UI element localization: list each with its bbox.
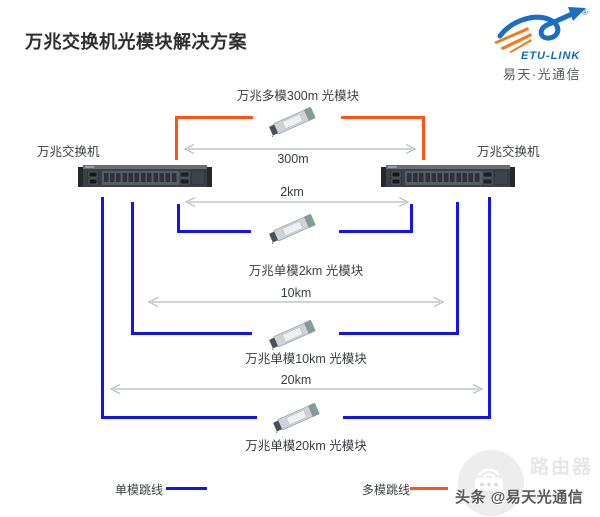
multimode-line-top-left [175, 116, 253, 119]
legend-singlemode-line [166, 487, 207, 490]
registered-mark: ® [582, 8, 588, 17]
legend-multimode-label: 多模跳线 [362, 483, 411, 497]
module-label-20km: 万兆单模20km 光模块 [245, 439, 367, 453]
sfp-module-icon-10km [269, 320, 316, 350]
logo-ray [509, 39, 532, 53]
right-switch-label: 万兆交换机 [477, 145, 540, 159]
distance-arrow-300m [183, 143, 417, 155]
legend-singlemode-label: 单模跳线 [115, 483, 164, 497]
right-switch-image [381, 165, 515, 187]
sfp-module-icon-2km [269, 214, 316, 244]
logo-ray [500, 33, 532, 50]
module-label-10km: 万兆单模10km 光模块 [245, 352, 367, 366]
singlemode-10km-right-vertical [456, 202, 459, 335]
singlemode-10km-bottom-right [339, 332, 459, 335]
multimode-line-left-vertical [175, 116, 178, 160]
logo-ray [494, 27, 529, 44]
etu-link-logo-icon: ETU-LINK ® [494, 7, 588, 62]
singlemode-20km-bottom-right [343, 416, 491, 419]
logo-arrowhead [568, 7, 586, 21]
logo-subtitle: 易天·光通信 [502, 67, 582, 82]
brand-name: ETU-LINK [521, 50, 580, 62]
singlemode-2km-bottom-left [177, 230, 251, 233]
singlemode-2km-left-vertical [177, 204, 180, 233]
singlemode-20km-bottom-left [101, 416, 257, 419]
router-icon [475, 468, 503, 491]
distance-label-10km: 10km [280, 286, 312, 300]
multimode-line-top-right [341, 116, 425, 119]
sfp-module-icon-20km [273, 403, 320, 433]
singlemode-20km-left-vertical [101, 197, 104, 419]
singlemode-2km-right-vertical [410, 204, 413, 233]
distance-label-300m: 300m [277, 152, 309, 166]
watermark-circle [458, 450, 524, 516]
module-label-2km: 万兆单模2km 光模块 [248, 264, 364, 278]
watermark-credit: 头条 @易天光通信 [455, 489, 584, 506]
singlemode-20km-right-vertical [488, 197, 491, 419]
watermark-big-text: 路由器 [530, 457, 594, 478]
sfp-module-icon-300m [269, 107, 316, 137]
multimode-line-right-vertical [422, 116, 425, 160]
singlemode-10km-bottom-left [131, 332, 252, 335]
distance-label-2km: 2km [280, 185, 304, 199]
singlemode-2km-bottom-right [339, 230, 413, 233]
distance-label-20km: 20km [280, 373, 312, 387]
left-switch-image [78, 165, 212, 187]
left-switch-label: 万兆交换机 [37, 145, 100, 159]
legend-multimode-line [410, 487, 448, 490]
module-label-300m: 万兆多模300m 光模块 [236, 89, 360, 103]
brand-logo: ETU-LINK ® 易天·光通信 [494, 6, 590, 84]
distance-arrow-10km [147, 296, 445, 308]
distance-arrow-20km [109, 383, 484, 395]
singlemode-10km-left-vertical [131, 202, 134, 335]
page-title: 万兆交换机光模块解决方案 [25, 32, 247, 52]
distance-arrow-2km [184, 196, 410, 208]
logo-swoosh [497, 10, 577, 41]
